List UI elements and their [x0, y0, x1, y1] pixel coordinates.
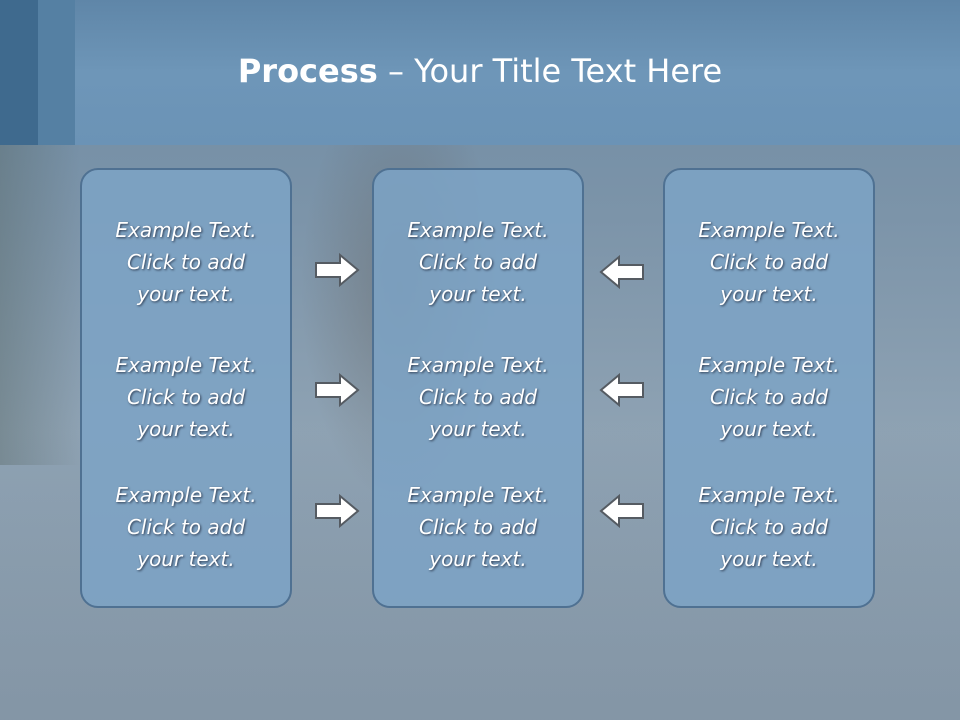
arrow-right-icon[interactable]	[314, 493, 360, 529]
text-placeholder[interactable]: Example Text. Click to add your text.	[374, 349, 582, 445]
slide-title[interactable]: Process – Your Title Text Here	[0, 52, 960, 90]
text-line: Click to add	[418, 250, 538, 274]
text-line: your text.	[720, 547, 818, 571]
text-line: Click to add	[126, 385, 246, 409]
text-line: Example Text.	[407, 353, 549, 377]
text-line: your text.	[720, 282, 818, 306]
arrow-right-icon[interactable]	[314, 252, 360, 288]
text-placeholder[interactable]: Example Text. Click to add your text.	[374, 214, 582, 310]
text-line: Click to add	[418, 385, 538, 409]
arrow-left-icon[interactable]	[599, 493, 645, 529]
title-rest-part: – Your Title Text Here	[377, 52, 723, 90]
text-placeholder[interactable]: Example Text. Click to add your text.	[82, 214, 290, 310]
title-bold-part: Process	[237, 52, 378, 90]
text-line: Click to add	[709, 385, 829, 409]
text-line: Example Text.	[407, 218, 549, 242]
text-placeholder[interactable]: Example Text. Click to add your text.	[665, 214, 873, 310]
text-line: Example Text.	[115, 353, 257, 377]
process-box-right[interactable]: Example Text. Click to add your text. Ex…	[663, 168, 875, 608]
text-placeholder[interactable]: Example Text. Click to add your text.	[665, 349, 873, 445]
title-bar: Process – Your Title Text Here	[0, 0, 960, 145]
text-line: Example Text.	[698, 483, 840, 507]
text-line: Example Text.	[115, 483, 257, 507]
arrow-right-icon[interactable]	[314, 372, 360, 408]
text-line: Example Text.	[407, 483, 549, 507]
text-line: Example Text.	[115, 218, 257, 242]
header-accent-strip	[38, 0, 75, 145]
text-line: Click to add	[126, 250, 246, 274]
text-line: Click to add	[126, 515, 246, 539]
process-box-center[interactable]: Example Text. Click to add your text. Ex…	[372, 168, 584, 608]
arrow-left-icon[interactable]	[599, 372, 645, 408]
text-placeholder[interactable]: Example Text. Click to add your text.	[82, 349, 290, 445]
text-line: your text.	[137, 417, 235, 441]
text-line: Example Text.	[698, 218, 840, 242]
header-accent-strip	[0, 0, 38, 145]
text-line: your text.	[429, 282, 527, 306]
text-line: your text.	[137, 282, 235, 306]
arrow-left-icon[interactable]	[599, 254, 645, 290]
text-line: Click to add	[418, 515, 538, 539]
text-line: Click to add	[709, 515, 829, 539]
text-line: Click to add	[709, 250, 829, 274]
process-box-left[interactable]: Example Text. Click to add your text. Ex…	[80, 168, 292, 608]
text-placeholder[interactable]: Example Text. Click to add your text.	[374, 479, 582, 575]
text-line: Example Text.	[698, 353, 840, 377]
text-line: your text.	[429, 547, 527, 571]
text-line: your text.	[137, 547, 235, 571]
text-line: your text.	[429, 417, 527, 441]
background-reeds	[0, 145, 80, 465]
text-line: your text.	[720, 417, 818, 441]
text-placeholder[interactable]: Example Text. Click to add your text.	[665, 479, 873, 575]
text-placeholder[interactable]: Example Text. Click to add your text.	[82, 479, 290, 575]
